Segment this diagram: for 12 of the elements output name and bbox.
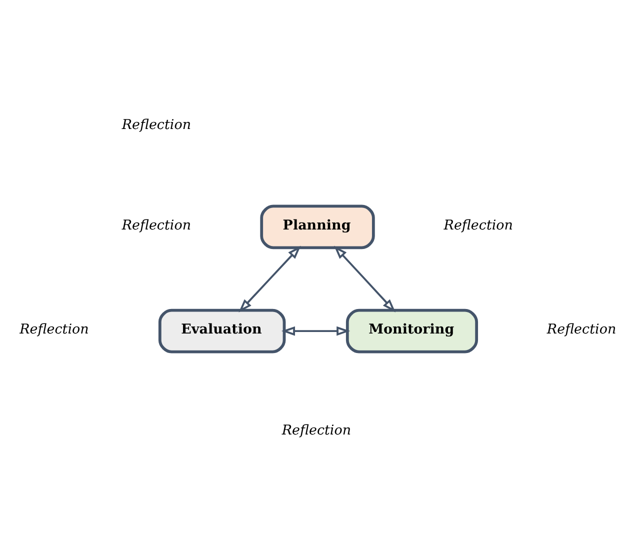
node-box: Evaluation	[158, 308, 286, 353]
node-box: Planning	[260, 204, 375, 249]
label: Reflection	[282, 422, 352, 438]
node-box: Monitoring	[346, 308, 478, 353]
label: Reflection	[122, 217, 192, 234]
arrow	[281, 326, 350, 336]
arrow	[334, 245, 396, 312]
label: Reflection	[122, 116, 192, 132]
label: Reflection	[444, 217, 514, 234]
label: Reflection	[546, 321, 616, 338]
arrow	[238, 245, 301, 312]
label: Reflection	[20, 321, 89, 338]
